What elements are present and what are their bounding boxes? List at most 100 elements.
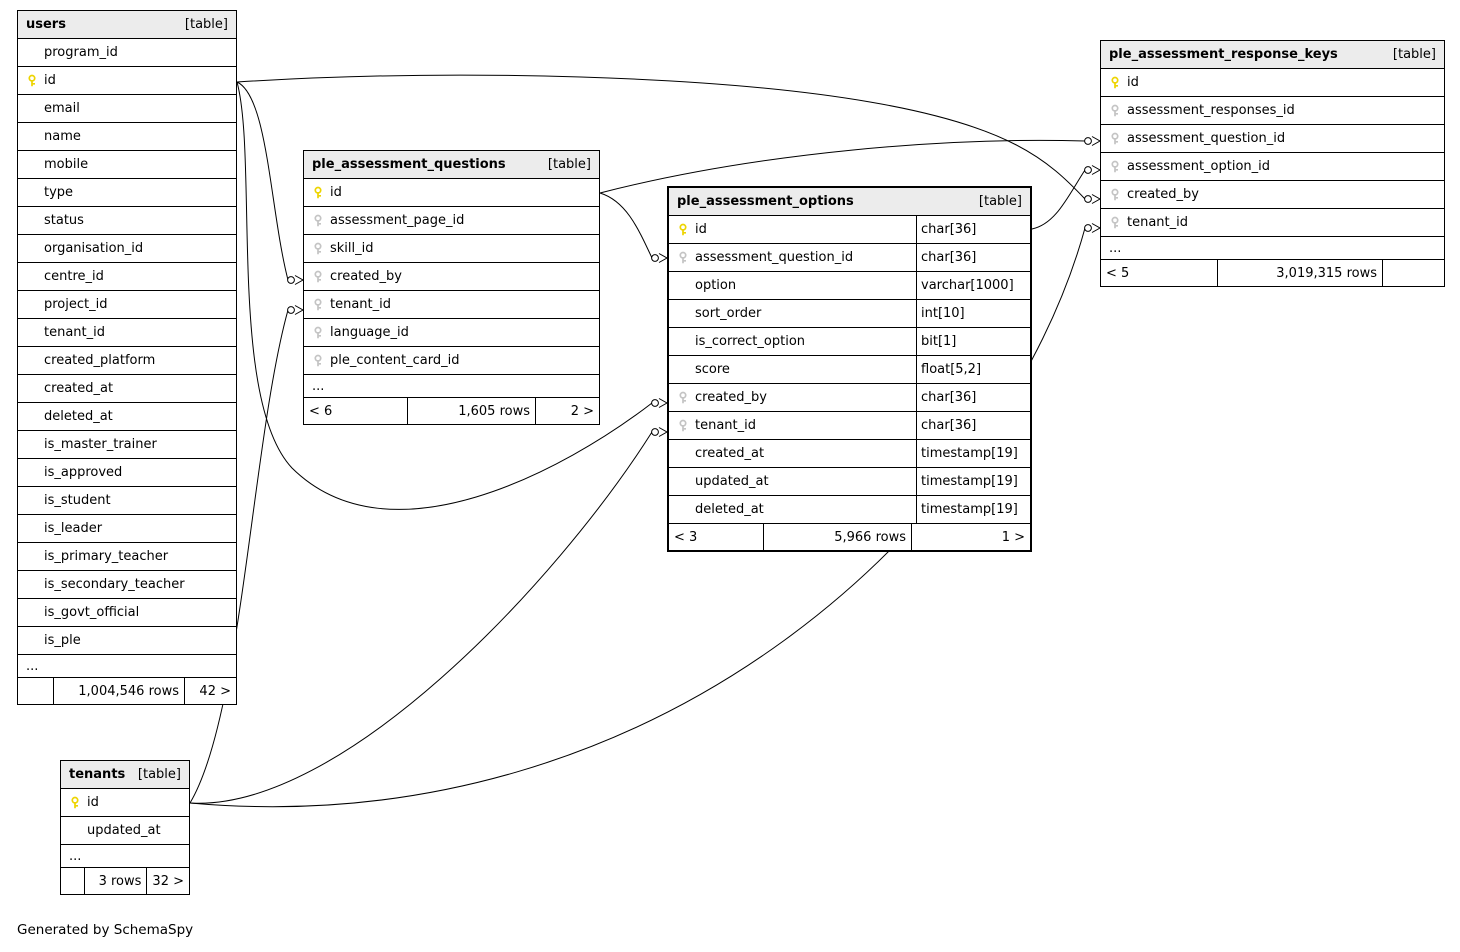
rel-tenants-id-to-ple_assessment_options-tenant_id [189, 431, 653, 804]
foreign-key-icon [677, 419, 695, 433]
footer-parents [61, 868, 86, 894]
table-title[interactable]: ple_assessment_response_keys [1109, 47, 1338, 62]
relationship-circle-endpoint [1084, 195, 1092, 203]
column-row-skill_id: skill_id [304, 235, 599, 263]
column-type: timestamp[19] [916, 496, 1030, 523]
table-footer: < 6 1,605 rows 2 > [304, 398, 599, 424]
column-name: assessment_responses_id [1127, 103, 1295, 118]
relationship-circle-endpoint [1084, 166, 1092, 174]
rel-ple_assessment_questions-id-to-ple_assessment_options-assessment_question_id [599, 192, 653, 259]
column-name: mobile [44, 157, 89, 172]
table-footer: 3 rows 32 > [61, 868, 189, 894]
table-title[interactable]: users [26, 17, 66, 32]
table-title[interactable]: ple_assessment_questions [312, 157, 506, 172]
column-name: skill_id [330, 241, 374, 256]
column-row-is_master_trainer: is_master_trainer [18, 431, 236, 459]
column-name: language_id [330, 325, 409, 340]
footer-children [1383, 260, 1444, 286]
column-name: created_at [44, 381, 114, 396]
column-name: name [44, 129, 81, 144]
table-title[interactable]: ple_assessment_options [677, 194, 854, 209]
foreign-key-icon [677, 251, 695, 265]
column-row-organisation_id: organisation_id [18, 235, 236, 263]
column-name: option [695, 278, 737, 293]
relationship-circle-endpoint [651, 428, 659, 436]
column-name: id [695, 222, 707, 237]
footer-parents: < 3 [669, 524, 764, 550]
column-row-is_primary_teacher: is_primary_teacher [18, 543, 236, 571]
column-name: score [695, 362, 730, 377]
column-name: is_correct_option [695, 334, 806, 349]
column-name: tenant_id [695, 418, 757, 433]
column-type: char[36] [916, 384, 1030, 411]
column-row-is_secondary_teacher: is_secondary_teacher [18, 571, 236, 599]
column-type: char[36] [916, 412, 1030, 439]
relationship-arrowhead [658, 253, 669, 263]
column-type: char[36] [916, 244, 1030, 271]
column-row-created_by: created_by char[36] [669, 384, 1030, 412]
column-type: char[36] [916, 216, 1030, 243]
footer-parents: < 6 [304, 398, 408, 424]
rel-tenants-id-to-ple_assessment_questions-tenant_id [189, 309, 289, 804]
column-name: organisation_id [44, 241, 144, 256]
foreign-key-icon [312, 298, 330, 312]
column-row-program_id: program_id [18, 39, 236, 67]
rel-tenants-id-to-ple_assessment_response_keys-tenant_id [189, 227, 1086, 808]
column-row-id: id [61, 789, 189, 817]
column-name: assessment_option_id [1127, 159, 1271, 174]
column-name: email [44, 101, 80, 116]
rel-users-id-to-ple_assessment_options-created_by [236, 81, 653, 510]
column-row-is_student: is_student [18, 487, 236, 515]
column-row-id: id char[36] [669, 216, 1030, 244]
primary-key-icon [312, 186, 330, 200]
table-header: ple_assessment_response_keys [table] [1101, 41, 1444, 69]
relationship-arrowhead [1091, 165, 1102, 175]
column-row-status: status [18, 207, 236, 235]
footer-row-count: 1,605 rows [408, 398, 536, 424]
relationship-circle-endpoint [651, 254, 659, 262]
primary-key-icon [1109, 76, 1127, 90]
table-title[interactable]: tenants [69, 767, 126, 782]
table-tag: [table] [137, 767, 181, 782]
rel-users-id-to-ple_assessment_response_keys-created_by [236, 74, 1086, 200]
relationship-circle-endpoint [1084, 224, 1092, 232]
foreign-key-icon [312, 242, 330, 256]
column-name: centre_id [44, 269, 104, 284]
column-name: assessment_question_id [1127, 131, 1286, 146]
column-row-updated_at: updated_at timestamp[19] [669, 468, 1030, 496]
primary-key-icon [26, 74, 44, 88]
primary-key-icon [69, 796, 87, 810]
column-row-is_leader: is_leader [18, 515, 236, 543]
footer-row-count: 3 rows [85, 868, 148, 894]
table-node-ple_assessment_response_keys[interactable]: ple_assessment_response_keys [table] id a… [1100, 40, 1445, 287]
column-row-type: type [18, 179, 236, 207]
column-name: id [1127, 75, 1139, 90]
column-name: updated_at [695, 474, 769, 489]
foreign-key-icon [1109, 216, 1127, 230]
column-type: timestamp[19] [916, 468, 1030, 495]
column-row-tenant_id: tenant_id char[36] [669, 412, 1030, 440]
footer-children: 32 > [152, 873, 184, 889]
column-row-assessment_option_id: assessment_option_id [1101, 153, 1444, 181]
column-row-tenant_id: tenant_id [18, 319, 236, 347]
column-type: bit[1] [916, 328, 1030, 355]
table-tag: [table] [547, 157, 591, 172]
foreign-key-icon [312, 354, 330, 368]
column-name: id [44, 73, 56, 88]
relationship-circle-endpoint [1084, 137, 1092, 145]
column-row-ple_content_card_id: ple_content_card_id [304, 347, 599, 375]
generator-note: Generated by SchemaSpy [17, 922, 194, 938]
column-name: is_master_trainer [44, 437, 157, 452]
foreign-key-icon [312, 326, 330, 340]
foreign-key-icon [1109, 132, 1127, 146]
foreign-key-icon [677, 391, 695, 405]
column-row-is_approved: is_approved [18, 459, 236, 487]
column-name: program_id [44, 45, 118, 60]
column-name: created_by [695, 390, 767, 405]
